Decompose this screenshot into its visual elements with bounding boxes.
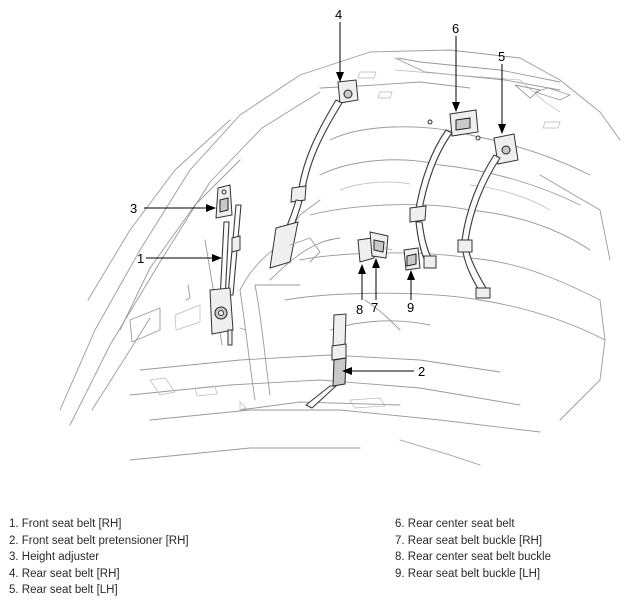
legend: 1. Front seat belt [RH] 2. Front seat be… (0, 510, 629, 605)
rear-buckle-lh (403, 247, 421, 271)
legend-item-9: 9. Rear seat belt buckle [LH] (395, 567, 541, 580)
height-adjuster (215, 184, 233, 219)
legend-item-6: 6. Rear center seat belt (395, 518, 515, 530)
callout-8: 8 (356, 302, 363, 317)
rear-center-seat-belt (409, 109, 481, 269)
rear-seat-belt-lh (457, 133, 519, 299)
callout-9: 9 (407, 300, 414, 315)
front-seat-belt (185, 204, 247, 346)
callout-5: 5 (498, 49, 505, 64)
callout-4: 4 (335, 7, 342, 22)
callout-1: 1 (137, 251, 144, 266)
car-body-outline (59, 49, 621, 466)
legend-column-right: 6. Rear center seat belt 7. Rear seat be… (395, 516, 551, 582)
legend-column-left: 1. Front seat belt [RH] 2. Front seat be… (9, 516, 189, 599)
callout-7: 7 (371, 300, 378, 315)
front-pretensioner (305, 313, 347, 409)
leader-lines (144, 22, 506, 375)
legend-item-7: 7. Rear seat belt buckle [RH] (395, 534, 543, 547)
legend-item-4: 4. Rear seat belt [RH] (9, 567, 120, 580)
callout-6: 6 (452, 21, 459, 36)
rear-buckles-center (357, 231, 393, 263)
callout-2: 2 (418, 364, 425, 379)
legend-item-1: 1. Front seat belt [RH] (9, 518, 122, 530)
legend-item-2: 2. Front seat belt pretensioner [RH] (9, 534, 189, 547)
legend-item-8: 8. Rear center seat belt buckle (395, 551, 551, 564)
legend-item-5: 5. Rear seat belt [LH] (9, 584, 118, 597)
callout-3: 3 (130, 201, 137, 216)
callout-labels: 4 6 5 3 1 8 7 9 2 (130, 7, 505, 379)
rear-seat-belt-rh (269, 79, 359, 269)
legend-item-3: 3. Height adjuster (9, 551, 100, 564)
seat-belt-diagram: 4 6 5 3 1 8 7 9 2 (59, 7, 621, 466)
